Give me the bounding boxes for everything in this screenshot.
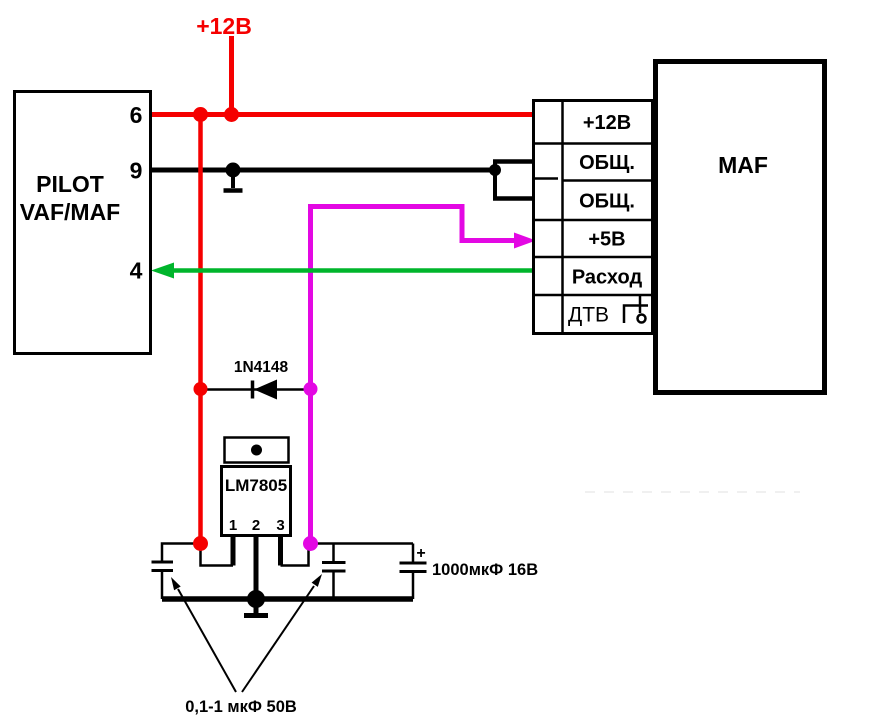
connector-row-dtv: ДТВ — [568, 304, 609, 327]
connector-row-gnd1: ОБЩ. — [579, 152, 635, 174]
regulator-label: LM7805 — [225, 476, 287, 495]
wire-12v-net — [150, 36, 537, 544]
plus5-arrowhead — [514, 232, 536, 249]
regulator: LM7805 1 2 3 — [220, 436, 292, 537]
regulator-pin1-label: 1 — [229, 517, 237, 534]
cap-small-pointer-arrowhead-right — [311, 574, 322, 587]
pilot-pin6-label: 6 — [130, 102, 143, 128]
regulator-pin-leads — [230, 536, 283, 599]
wire-signal — [151, 262, 535, 279]
supply-label: +12В — [196, 13, 252, 39]
diode-triangle — [254, 379, 277, 400]
maf-title: MAF — [718, 152, 768, 178]
regulator-pin2-label: 2 — [252, 517, 260, 534]
pilot-box: PILOT VAF/MAF 6 9 4 — [13, 90, 152, 355]
pilot-title-line2: VAF/MAF — [20, 199, 121, 225]
connector-row-12v: +12В — [583, 112, 631, 134]
pilot-title-line1: PILOT — [36, 171, 104, 197]
pilot-pin9-label: 9 — [130, 158, 143, 184]
connector-block: +12В ОБЩ. ОБЩ. +5В Расход ДТВ — [532, 99, 654, 335]
wire-12v-junction-dots — [193, 107, 239, 551]
pilot-pin4-label: 4 — [130, 258, 143, 284]
regulator-tab-hole — [251, 444, 262, 456]
cap-bulk-plus-sign: + — [416, 545, 425, 562]
wire-5v — [303, 204, 536, 551]
cap-small-pointer-arrowhead-left — [171, 577, 181, 591]
cap-small-label: 0,1-1 мкФ 50В — [185, 698, 297, 716]
connector-row-gnd2: ОБЩ. — [579, 191, 635, 213]
wire-ground-dots — [225, 162, 501, 178]
regulator-body — [220, 465, 292, 537]
diode: 1N4148 — [200, 359, 311, 400]
diode-label: 1N4148 — [234, 359, 289, 376]
signal-arrowhead — [151, 262, 174, 279]
capacitor-network — [151, 542, 427, 618]
connector-row-5v: +5В — [588, 229, 625, 251]
wire-5v-dots — [303, 382, 318, 551]
regulator-tab — [223, 436, 290, 464]
regulator-pin3-label: 3 — [276, 517, 284, 534]
cap-bulk-label: 1000мкФ 16В — [432, 561, 538, 579]
dtv-symbol — [622, 296, 648, 324]
maf-box: MAF — [653, 59, 827, 395]
cap-small-pointers — [171, 574, 322, 693]
connector-row-flow: Расход — [572, 267, 643, 289]
wire-ground-net — [150, 159, 534, 201]
